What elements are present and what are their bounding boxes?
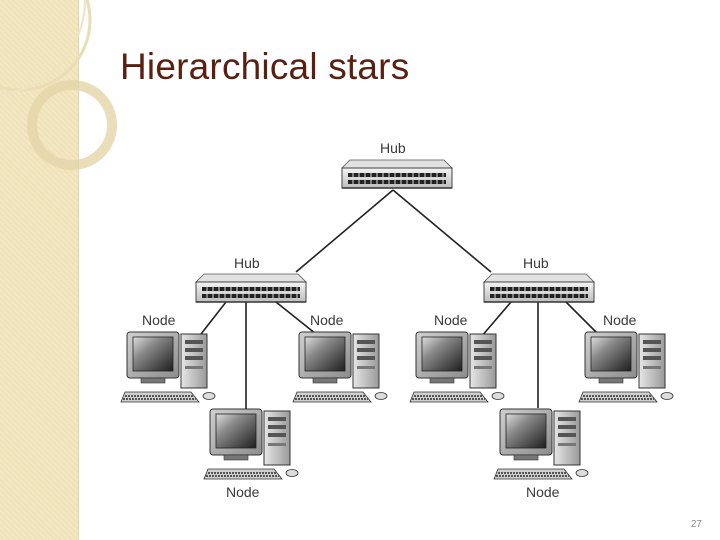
node-left-outer: Node	[120, 312, 216, 403]
hub-label: Hub	[234, 255, 260, 271]
node-label: Node	[526, 484, 560, 500]
hub-right: Hub	[483, 255, 595, 303]
decorative-rings	[0, 0, 117, 170]
hub-left: Hub	[195, 255, 307, 303]
node-right-outer: Node	[578, 312, 674, 403]
node-label: Node	[226, 484, 260, 500]
page-number: 27	[690, 519, 702, 530]
hub-top: Hub	[341, 140, 453, 189]
hub-label: Hub	[523, 255, 549, 271]
network-diagram: Hub Hub Hub Node Node Node Node Node Nod…	[120, 140, 674, 500]
node-left-bottom: Node	[203, 408, 299, 500]
node-left-inner: Node	[292, 312, 388, 403]
node-label: Node	[142, 312, 176, 328]
node-label: Node	[603, 312, 637, 328]
hub-label: Hub	[380, 140, 406, 156]
node-right-bottom: Node	[493, 408, 589, 500]
slide-title: Hierarchical stars	[120, 46, 410, 87]
node-label: Node	[434, 312, 468, 328]
connection-lines	[200, 189, 602, 410]
band-edge	[78, 0, 79, 540]
node-label: Node	[310, 312, 344, 328]
node-right-inner: Node	[409, 312, 505, 403]
